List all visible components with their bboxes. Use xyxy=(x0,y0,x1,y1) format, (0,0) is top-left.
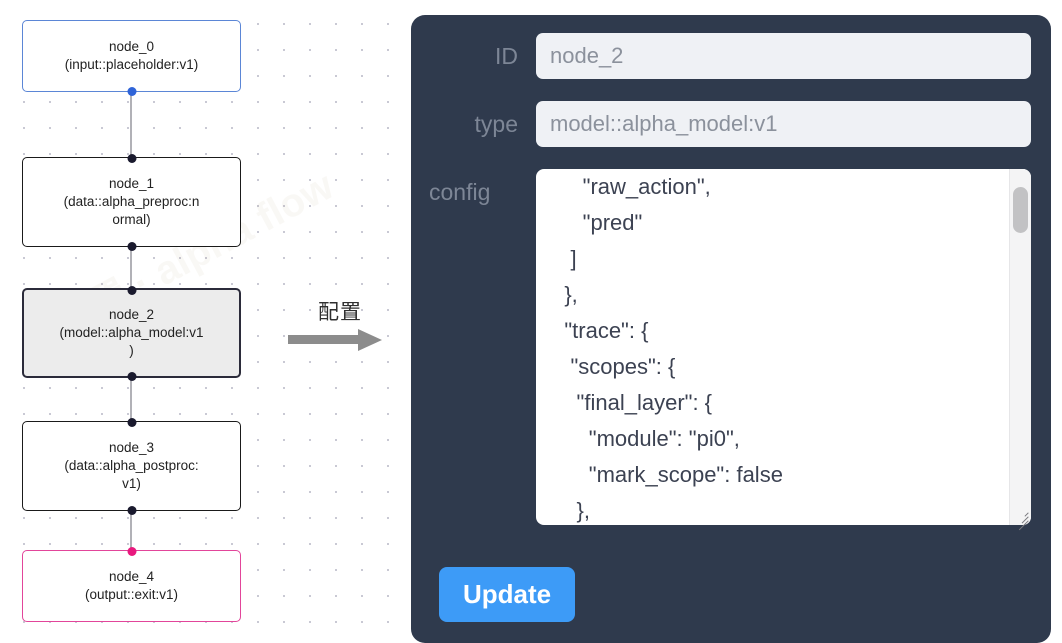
id-field-label: ID xyxy=(495,43,518,69)
type-field-label: type xyxy=(474,111,518,137)
flow-node-label: node_4 (output::exit:v1) xyxy=(84,569,179,602)
flow-node-label: node_2 (model::alpha_model:v1 ) xyxy=(59,307,204,358)
flow-node-node_3[interactable]: node_3 (data::alpha_postproc: v1) xyxy=(22,417,241,515)
handle-target-node_4[interactable] xyxy=(127,546,136,556)
handle-target-node_3[interactable] xyxy=(127,417,136,427)
flow-node-node_0[interactable]: node_0 (input::placeholder:v1) xyxy=(22,20,241,96)
handle-target-node_1[interactable] xyxy=(127,153,136,163)
flow-node-label: node_1 (data::alpha_preproc:n ormal) xyxy=(63,176,200,227)
field-row-config: config "raw_action", "pred" ] }, "trace"… xyxy=(421,169,1031,531)
right-arrow-icon xyxy=(288,329,392,351)
config-scrollbar-thumb[interactable] xyxy=(1013,187,1028,233)
field-row-type: type model::alpha_model:v1 xyxy=(421,101,1031,147)
handle-source-node_2[interactable] xyxy=(127,371,136,381)
config-textarea-wrap: "raw_action", "pred" ] }, "trace": { "sc… xyxy=(536,169,1031,531)
config-scrollbar[interactable] xyxy=(1009,169,1031,525)
handle-target-node_2[interactable] xyxy=(127,285,136,295)
flow-node-label: node_0 (input::placeholder:v1) xyxy=(64,39,199,72)
flow-canvas[interactable]: node_0 (input::placeholder:v1) node_1 (d… xyxy=(0,0,398,643)
handle-source-node_0[interactable] xyxy=(127,86,136,96)
resize-handle-icon[interactable] xyxy=(1013,508,1029,531)
config-arrow-group: 配置 xyxy=(288,296,392,351)
field-row-id: ID node_2 xyxy=(421,33,1031,79)
config-field-label: config xyxy=(429,179,491,205)
flow-node-label: node_3 (data::alpha_postproc: v1) xyxy=(64,440,199,491)
arrow-head xyxy=(358,329,382,351)
flow-node-node_2[interactable]: node_2 (model::alpha_model:v1 ) xyxy=(22,285,241,381)
id-input[interactable]: node_2 xyxy=(536,33,1031,79)
config-textarea-value[interactable]: "raw_action", "pred" ] }, "trace": { "sc… xyxy=(564,174,783,523)
handle-source-node_3[interactable] xyxy=(127,505,136,515)
edge-node3-node4 xyxy=(130,507,132,554)
type-input[interactable]: model::alpha_model:v1 xyxy=(536,101,1031,147)
flow-node-node_1[interactable]: node_1 (data::alpha_preproc:n ormal) xyxy=(22,153,241,251)
arrow-shaft xyxy=(288,335,361,344)
edge-node2-node3 xyxy=(130,374,132,425)
config-textarea[interactable]: "raw_action", "pred" ] }, "trace": { "sc… xyxy=(536,169,1031,525)
edge-node0-node1 xyxy=(130,88,132,161)
update-button[interactable]: Update xyxy=(439,567,576,622)
arrow-caption: 配置 xyxy=(318,300,362,324)
edge-node1-node2 xyxy=(130,243,132,292)
flow-node-node_4[interactable]: node_4 (output::exit:v1) xyxy=(22,546,241,622)
node-inspector-panel: ID node_2 type model::alpha_model:v1 con… xyxy=(411,15,1051,643)
handle-source-node_1[interactable] xyxy=(127,241,136,251)
